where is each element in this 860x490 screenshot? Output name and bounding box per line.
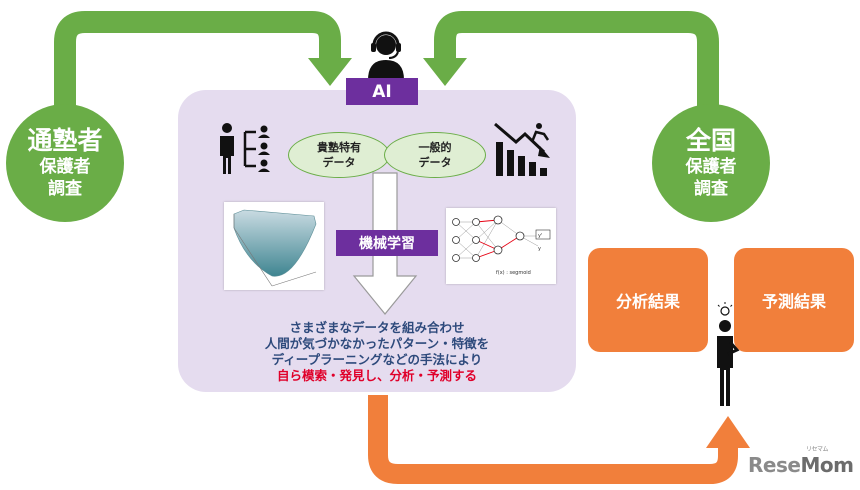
surface-plot-image bbox=[224, 202, 324, 290]
right-circle-line2: 保護者 bbox=[685, 157, 737, 177]
oval-left-line1: 貴塾特有 bbox=[317, 141, 361, 154]
left-circle-line1: 通塾者 bbox=[27, 126, 103, 155]
people-hierarchy-icon bbox=[220, 123, 270, 174]
operator-headset-icon bbox=[368, 31, 404, 80]
right-circle-line1: 全国 bbox=[685, 126, 736, 155]
orange-arrowhead bbox=[706, 416, 750, 448]
left-circle-line3: 調査 bbox=[48, 179, 82, 199]
svg-text:y: y bbox=[538, 246, 541, 252]
desc-line1: さまざまなデータを組み合わせ bbox=[289, 320, 465, 335]
prediction-result-box: 予測結果 bbox=[734, 248, 854, 352]
neural-network-graphic: y' y f(x) : segmoid bbox=[452, 215, 551, 276]
general-data-oval: 一般的 データ bbox=[384, 132, 486, 178]
oval-right-line1: 一般的 bbox=[418, 141, 452, 154]
proprietary-data-oval: 貴塾特有 データ bbox=[288, 132, 390, 178]
desc-line4: 自ら模索・発見し、分析・予測する bbox=[276, 368, 477, 383]
green-arrowhead-left bbox=[308, 58, 352, 86]
desc-line2: 人間が気づかなかったパターン・特徴を bbox=[264, 336, 490, 351]
analysis-result-box: 分析結果 bbox=[588, 248, 708, 352]
resemom-logo: リセマム ReseMom bbox=[748, 446, 854, 477]
left-circle-line2: 保護者 bbox=[39, 157, 91, 177]
oval-left-line2: データ bbox=[322, 156, 356, 169]
nn-formula: f(x) : segmoid bbox=[496, 270, 531, 276]
svg-text:y': y' bbox=[538, 233, 542, 239]
green-arrow-right bbox=[434, 10, 719, 120]
green-arrowhead-right bbox=[423, 58, 467, 86]
national-parent-survey-circle: 全国 保護者 調査 bbox=[652, 104, 770, 222]
logo-ruby: リセマム bbox=[806, 446, 829, 453]
description-text: さまざまなデータを組み合わせ 人間が気づかなかったパターン・特徴を ディープラー… bbox=[184, 320, 570, 384]
green-arrow-left bbox=[54, 11, 341, 120]
logo-part1: Rese bbox=[748, 453, 801, 477]
machine-learning-label: 機械学習 bbox=[336, 230, 438, 256]
right-circle-line3: 調査 bbox=[694, 179, 728, 199]
oval-right-line2: データ bbox=[418, 156, 452, 169]
logo-part2: Mom bbox=[800, 453, 854, 477]
neural-network-image: y' y f(x) : segmoid bbox=[446, 208, 556, 284]
member-parent-survey-circle: 通塾者 保護者 調査 bbox=[6, 104, 124, 222]
thinking-person-icon bbox=[717, 302, 740, 406]
declining-chart-icon bbox=[494, 122, 550, 176]
ai-label: AI bbox=[346, 78, 418, 105]
surface-plot-graphic bbox=[233, 209, 317, 287]
orange-arrow bbox=[368, 395, 738, 484]
desc-line3: ディープラーニングなどの手法により bbox=[271, 352, 483, 367]
